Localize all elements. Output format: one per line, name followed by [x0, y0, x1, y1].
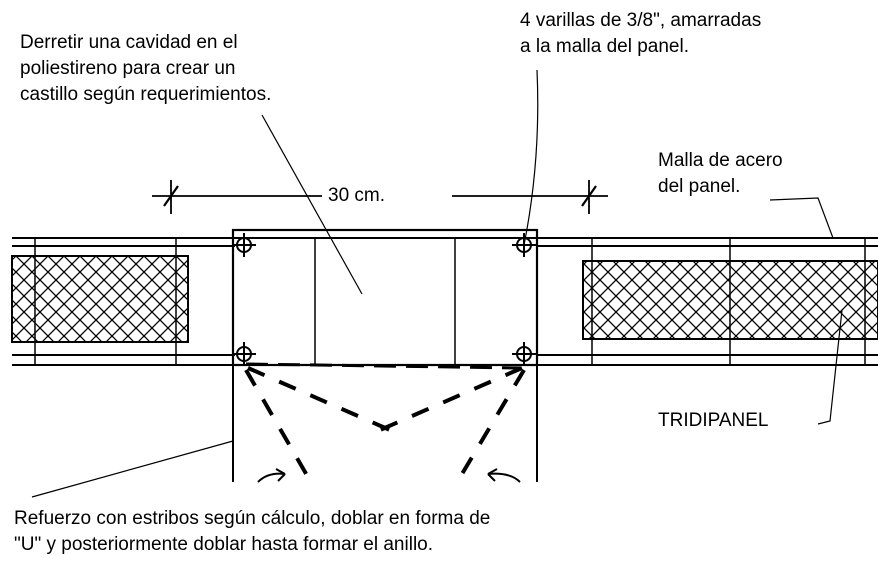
right-panel-polystyrene: [582, 260, 878, 340]
stirrup-diagonal: [247, 366, 391, 432]
dimension-tick-right: [581, 185, 597, 207]
rebar-bottom-right: [512, 342, 536, 366]
left-panel: [11, 237, 235, 366]
bend-arrow-right: [487, 472, 521, 483]
reinforcement-note: Refuerzo con estribos según cálculo, dob…: [14, 506, 490, 558]
rebar-bottom-left: [232, 342, 256, 366]
column-cavity: [231, 228, 539, 482]
cavity-note: Derretir una cavidad en el poliestireno …: [20, 30, 271, 108]
reinforcement-note-line: Refuerzo con estribos según cálculo, dob…: [14, 508, 491, 529]
rebar-note-line: 4 varillas de 3/8", amarradas: [520, 10, 762, 31]
leader-lines: [31, 69, 843, 498]
mesh-note-line: del panel.: [658, 176, 741, 197]
rebar-note: 4 varillas de 3/8", amarradas a la malla…: [520, 8, 761, 60]
reinforcement-leader: [31, 440, 234, 498]
dimension-label: 30 cm.: [328, 185, 386, 206]
rebar-note-line: a la malla del panel.: [520, 36, 689, 57]
rebar-leader: [523, 69, 539, 246]
left-panel-polystyrene: [11, 255, 189, 343]
stirrups: [244, 362, 526, 486]
bend-arrow-left: [257, 472, 286, 483]
mesh-leader: [769, 197, 834, 239]
cavity-note-line: castillo según requerimientos.: [20, 84, 272, 105]
right-panel: [537, 237, 878, 366]
dimension-line: [152, 180, 608, 214]
bend-arrow-right-head: [487, 468, 498, 482]
bend-arrows: [257, 468, 521, 483]
cavity-leader: [261, 114, 363, 295]
reinforcement-note-line: "U" y posteriormente doblar hasta formar…: [14, 534, 434, 555]
rebar-top-left: [232, 233, 256, 257]
stirrup-base: [245, 362, 521, 370]
stirrup-diagonal: [379, 366, 523, 432]
rebars: [232, 233, 536, 366]
cavity-outline: [231, 228, 539, 367]
cavity-note-line: Derretir una cavidad en el: [20, 32, 238, 53]
mesh-note-line: Malla de acero: [658, 150, 783, 171]
bend-arrow-left-head: [275, 468, 286, 482]
mesh-note: Malla de acero del panel.: [658, 148, 783, 200]
stirrup-leg: [244, 368, 314, 486]
cavity-note-line: poliestireno para crear un: [20, 58, 236, 79]
tridipanel-leader: [817, 309, 843, 425]
panel-name: TRIDIPANEL: [658, 410, 769, 431]
dimension-tick-left: [163, 185, 179, 207]
stirrup-leg: [454, 368, 526, 486]
dimension-label-backing: [323, 180, 451, 212]
